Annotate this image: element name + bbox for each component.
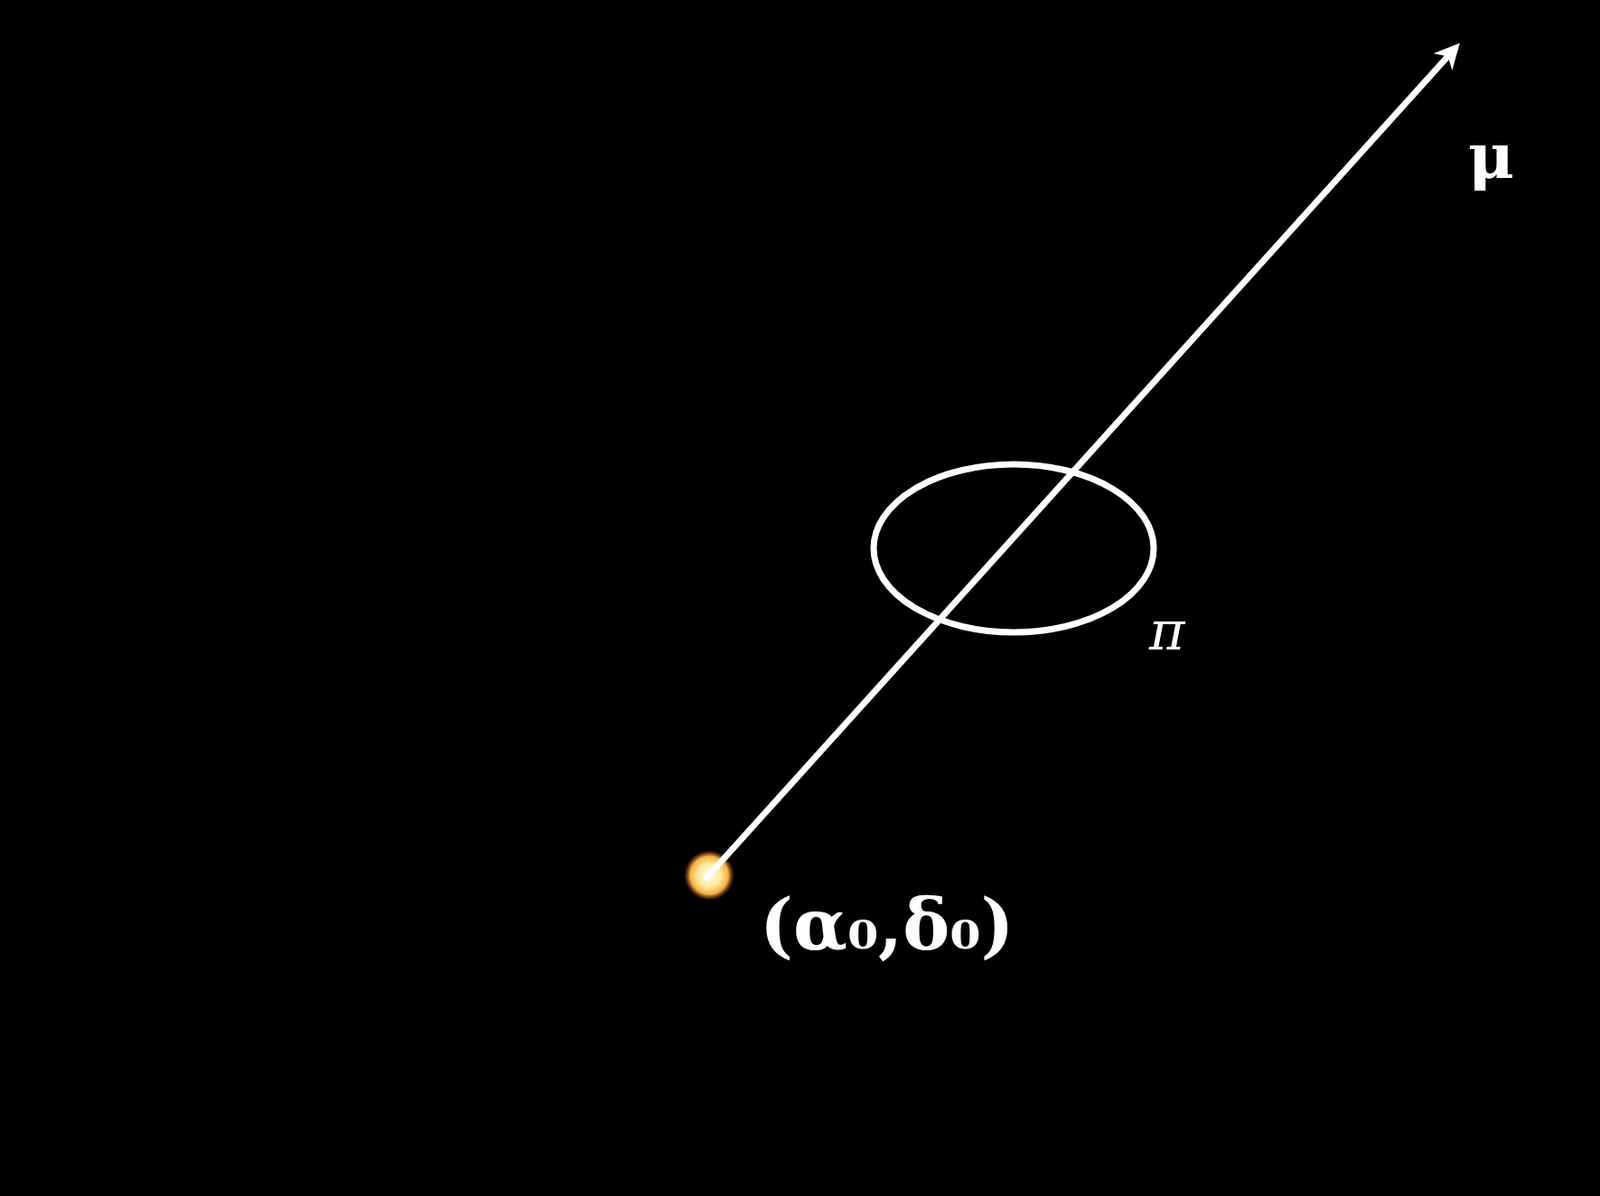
parallax-label: π (1149, 603, 1185, 658)
parallax-ellipse (873, 464, 1154, 633)
proper-motion-arrow (704, 46, 1457, 880)
proper-motion-label: μ (1468, 124, 1515, 188)
position-label: (α₀,δ₀) (759, 889, 1014, 961)
